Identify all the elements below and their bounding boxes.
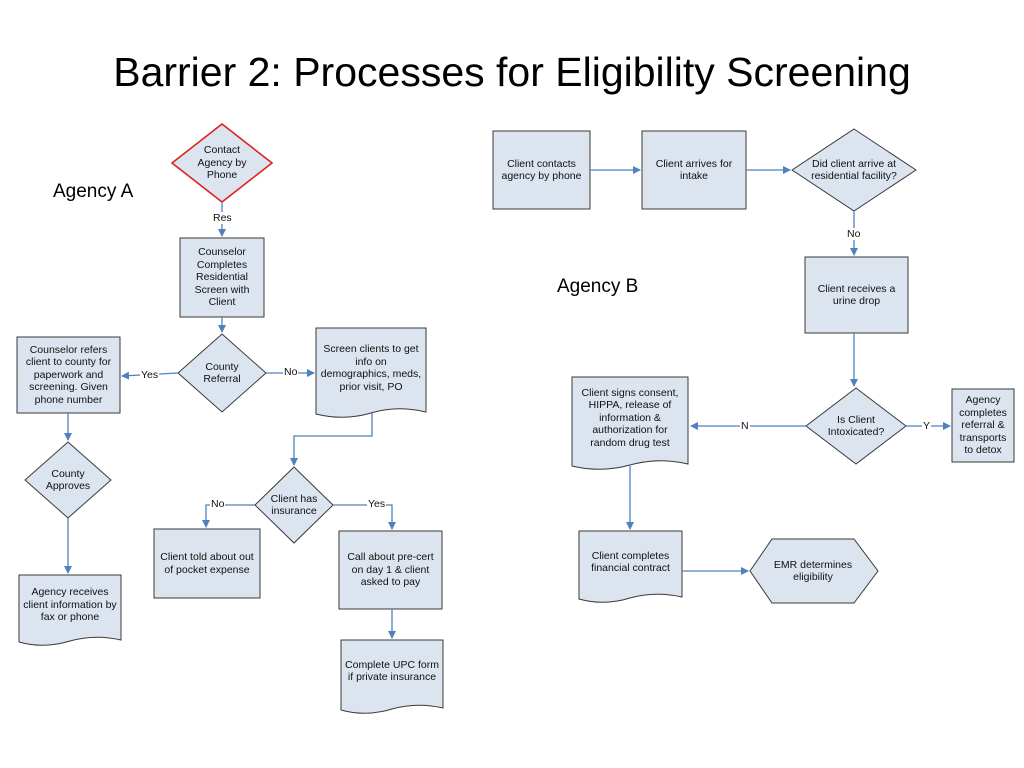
signs-consent-text: Client signs consent, HIPPA, release of …	[581, 386, 679, 449]
edge-label-yes-refer: Yes	[140, 369, 160, 381]
county-approves-text: County Approves	[45, 467, 91, 493]
emr-hexagon	[749, 538, 879, 604]
slide-title: Barrier 2: Processes for Eligibility Scr…	[113, 49, 911, 95]
out-of-pocket-box	[153, 528, 261, 599]
upc-form-doc	[340, 639, 444, 714]
county-referral-decision	[177, 333, 267, 413]
edge-label-res: Res	[212, 212, 233, 224]
client-arrives-text: Client arrives for intake	[655, 157, 733, 183]
pre-cert-box	[338, 530, 443, 610]
emr-text: EMR determines eligibility	[773, 558, 853, 584]
edge-label-no-insurance: No	[210, 498, 226, 510]
client-contacts-text: Client contacts agency by phone	[501, 157, 582, 183]
intoxicated-text: Is Client Intoxicated?	[827, 413, 885, 439]
counselor-refers-box	[16, 336, 121, 414]
edge-label-n: N	[740, 420, 750, 432]
edge-label-no-arrive: No	[846, 228, 862, 240]
agency-b-label: Agency B	[557, 276, 639, 297]
screen-clients-text: Screen clients to get info on demographi…	[320, 343, 422, 393]
client-has-insurance-text: Client has insurance	[270, 492, 318, 518]
contact-phone-text: Contact Agency by Phone	[197, 144, 247, 182]
edge-label-yes-insurance: Yes	[367, 498, 387, 510]
pre-cert-text: Call about pre-cert on day 1 & client as…	[347, 551, 434, 589]
intoxicated-decision	[805, 387, 907, 465]
financial-contract-text: Client completes financial contract	[591, 549, 670, 575]
county-referral-text: County Referral	[203, 360, 241, 386]
out-of-pocket-text: Client told about out of pocket expense	[160, 551, 254, 576]
edge-label-y: Y	[922, 420, 932, 432]
signs-consent-doc	[571, 376, 689, 470]
agency-receives-text: Agency receives client information by fa…	[23, 586, 117, 624]
referral-detox-box	[951, 388, 1015, 463]
financial-contract-doc	[578, 530, 683, 603]
agency-a-label: Agency A	[53, 181, 134, 202]
urine-drop-box	[804, 256, 909, 334]
client-has-insurance-decision	[254, 466, 334, 544]
screen-clients-doc	[315, 327, 427, 418]
urine-drop-text: Client receives a urine drop	[817, 282, 896, 308]
counselor-refers-text: Counselor refers client to county for pa…	[25, 343, 112, 406]
counselor-screen-text: Counselor Completes Residential Screen w…	[194, 246, 250, 309]
client-contacts-box	[492, 130, 591, 210]
agency-receives-doc	[18, 574, 122, 646]
arrive-residential-text: Did client arrive at residential facilit…	[811, 157, 897, 183]
referral-detox-text: Agency completes referral & transports t…	[959, 394, 1007, 457]
upc-form-text: Complete UPC form if private insurance	[345, 658, 439, 684]
edge-label-no-screen: No	[283, 366, 299, 378]
counselor-screen-box	[179, 237, 265, 318]
